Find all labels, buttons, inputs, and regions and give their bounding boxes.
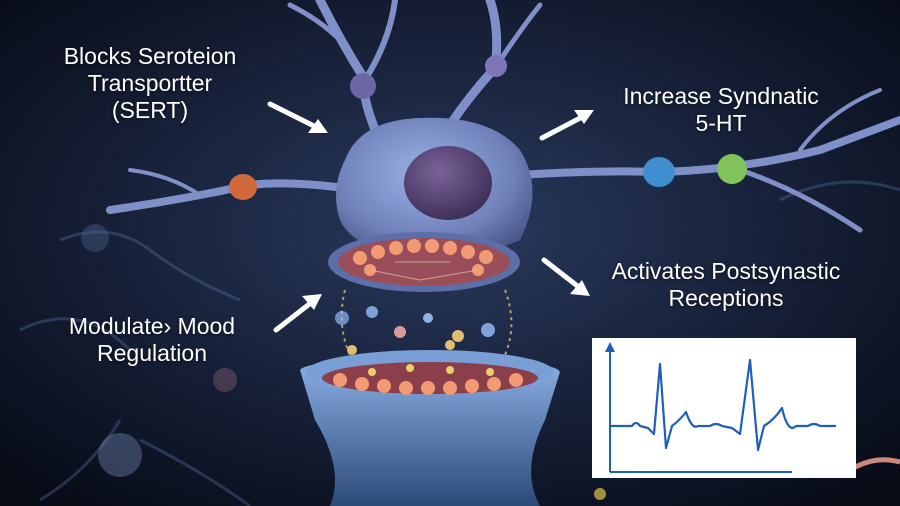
activates-label-line2: Receptions <box>668 285 784 311</box>
ecg-waveform-icon <box>605 342 836 473</box>
arrow-icon <box>273 294 322 333</box>
mood-label: Modulate› Mood Regulation <box>42 313 262 367</box>
mood-label-line1: Modulate› Mood <box>68 313 236 339</box>
arrow-icon <box>539 110 594 141</box>
sert-label-line3: (SERT) <box>111 97 189 123</box>
activates-label: Activates Postsynastic Receptions <box>586 258 866 312</box>
sert-label-line1: Blocks Seroteion <box>63 43 237 69</box>
sert-label-line2: Transportter <box>87 70 213 96</box>
increase-label-line1: Increase Syndnatic <box>623 83 819 109</box>
ecg-panel <box>592 338 856 478</box>
sert-label: Blocks Seroteion Transportter (SERT) <box>50 43 250 124</box>
increase-label-line2: 5-HT <box>695 110 747 136</box>
mood-label-line2: Regulation <box>97 340 207 366</box>
arrow-icon <box>541 257 590 296</box>
increase-label: Increase Syndnatic 5-HT <box>596 83 846 137</box>
arrow-icon <box>267 101 328 133</box>
activates-label-line1: Activates Postsynastic <box>611 258 841 284</box>
